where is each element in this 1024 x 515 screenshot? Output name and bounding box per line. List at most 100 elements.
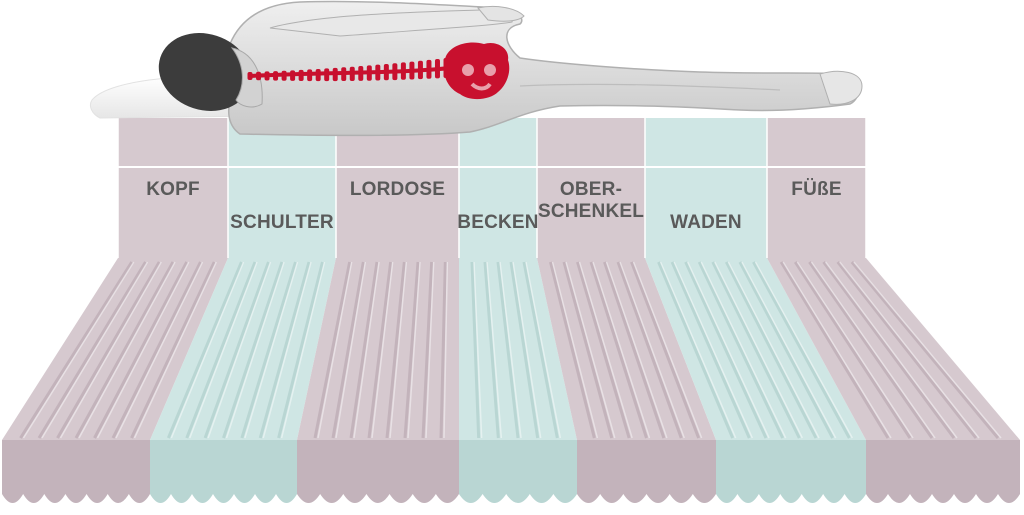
mattress-front-schulter [150,440,297,503]
groove-highlight [59,261,162,439]
groove-highlight [225,261,285,439]
groove-highlight [592,261,651,439]
groove-highlight [407,261,421,439]
zone-label-fusse: FÜßE [791,179,842,200]
spine [247,58,451,82]
groove [349,261,379,439]
groove-highlight [189,261,258,439]
vertebra [383,63,389,81]
groove-highlight [525,261,562,439]
groove [421,261,434,439]
groove-highlight [796,261,914,439]
mattress-front-becken [459,440,577,503]
face [230,47,263,108]
mattress-front-lordose [297,440,459,503]
groove [258,261,311,439]
groove [367,261,393,439]
groove-highlight [714,261,804,439]
mattress-top-fusse [767,258,1020,440]
groove [697,261,785,439]
vertebra [400,62,406,80]
groove [562,261,614,439]
vertebra [264,71,270,81]
vertebra [392,63,398,81]
groove [616,261,683,439]
groove-highlight [389,261,408,439]
groove-highlight [115,261,204,439]
groove-highlight [353,261,380,439]
groove [589,261,648,439]
groove [203,261,270,439]
pelvis-hole-bottom [470,82,492,91]
groove-highlight [810,261,936,439]
pelvis [443,42,510,100]
groove [822,261,956,439]
zone-panel-becken [459,118,537,258]
groove-highlight [853,261,1002,439]
pelvis-hole-right [484,64,496,76]
groove-highlight [605,261,668,439]
groove [836,261,978,439]
groove [74,261,175,439]
groove-highlight [565,261,616,439]
groove-highlight [659,261,737,439]
groove-highlight [96,261,190,439]
groove [470,261,481,439]
zone-panel-lordose [336,118,459,258]
groove [576,261,631,439]
leg-line [519,83,781,91]
groove-highlight [512,261,542,439]
groove-highlight [754,261,853,439]
groove [403,261,420,439]
groove-highlight [578,261,633,439]
groove-highlight [673,261,754,439]
mattress-top-lordose [297,258,459,440]
mattress-front-fusse [866,440,1020,503]
vertebra [434,58,440,79]
zone-label-becken: BECKEN [457,212,539,233]
groove-highlight [262,261,312,439]
hand [477,5,525,22]
groove [111,261,202,439]
zone-label-waden: WADEN [670,212,742,233]
groove [313,261,352,439]
groove-highlight [499,261,522,439]
vertebra [349,66,355,81]
groove-highlight [839,261,980,439]
vertebra [273,71,279,81]
groove [724,261,818,439]
mattress-top-kopf [2,258,228,440]
vertebra [281,70,287,81]
vertebra [307,69,313,82]
groove-highlight [280,261,326,439]
zone-label-lordose: LORDOSE [349,179,446,200]
vertebra [417,60,423,80]
groove-highlight [425,261,435,439]
groove [19,261,134,439]
vertebra [324,68,330,82]
mattress-front-oberschenkel [577,440,716,503]
vertebra [290,70,296,81]
zone-label-kopf: KOPF [146,179,200,200]
zone-panel-oberschenkel [537,118,645,258]
foot [819,70,863,105]
groove [738,261,834,439]
zone-panel-kopf [118,118,228,258]
vertebra [341,67,347,82]
groove [794,261,912,439]
groove-highlight [632,261,703,439]
vertebra [375,64,381,81]
groove-highlight [41,261,149,439]
groove [603,261,666,439]
groove-highlight [207,261,272,439]
vertebra [247,72,253,80]
vertebra [256,71,262,81]
groove [850,261,1000,439]
groove-highlight [782,261,892,439]
groove-highlight [244,261,299,439]
groove [385,261,406,439]
zone-panel-schulter [228,118,336,258]
groove-highlight [686,261,770,439]
